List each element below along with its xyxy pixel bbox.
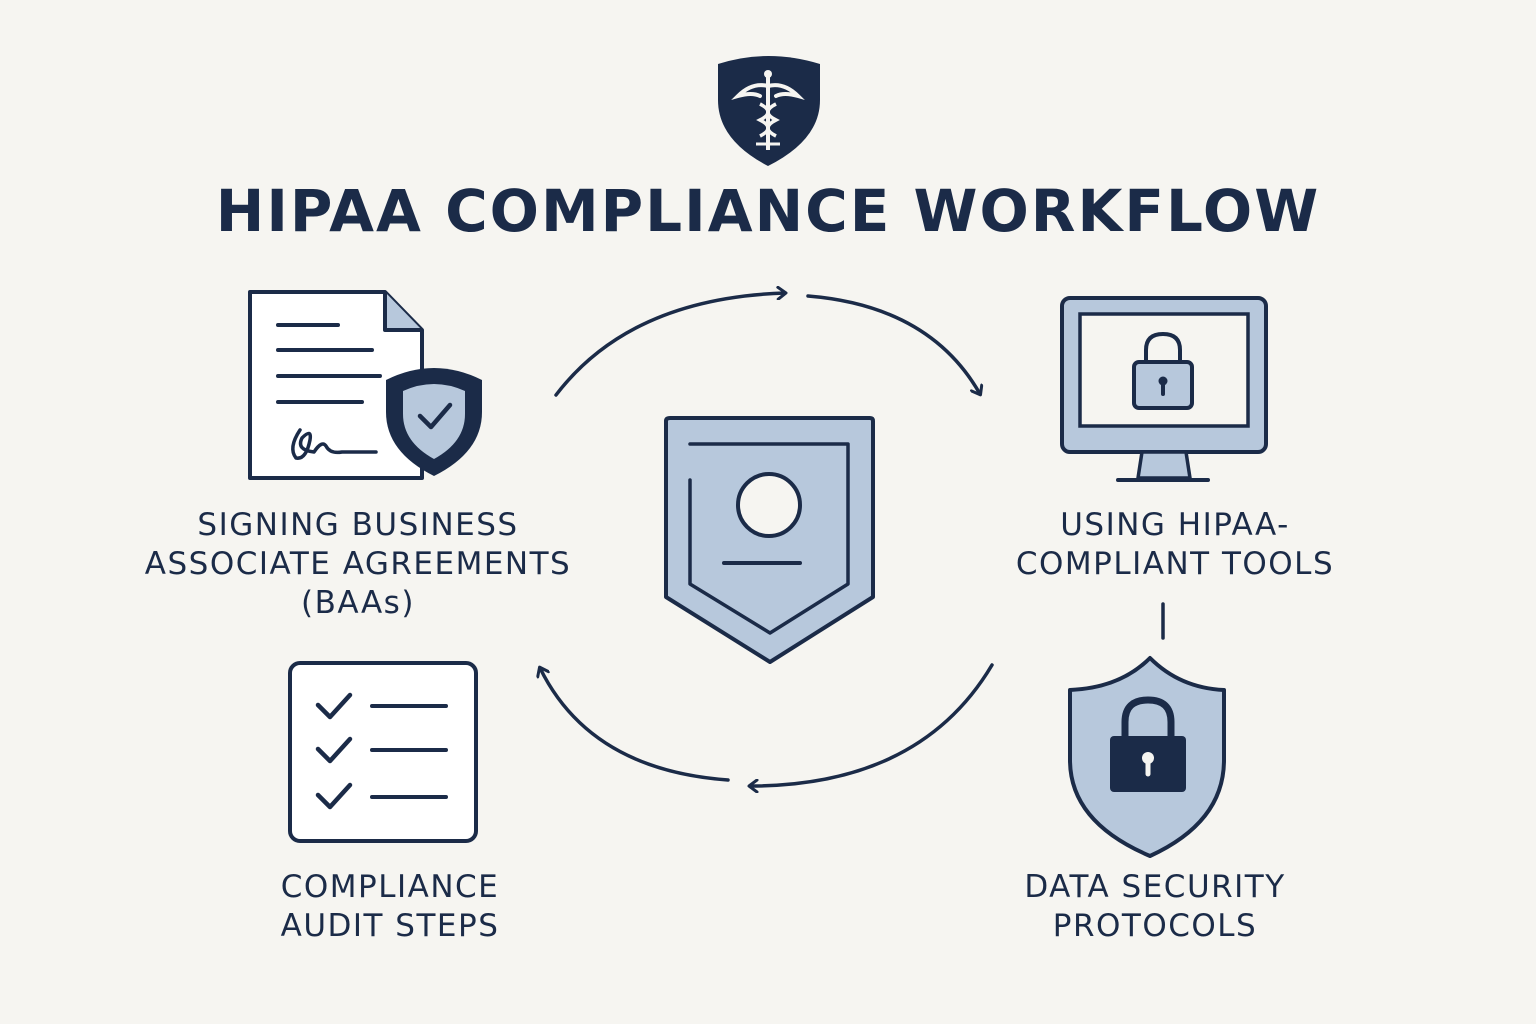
step-label-compliant-tools: USING HIPAA- COMPLIANT TOOLS	[1015, 507, 1335, 582]
diagram-title: HIPAA COMPLIANCE WORKFLOW	[215, 177, 1321, 245]
step-label-data-security: DATA SECURITY PROTOCOLS	[1024, 869, 1286, 944]
step-label-audit-steps: COMPLIANCE AUDIT STEPS	[280, 869, 500, 944]
caduceus-shield-logo	[718, 56, 820, 166]
step-label-baas: SIGNING BUSINESS ASSOCIATE AGREEMENTS (B…	[144, 507, 572, 621]
shield-badge-icon	[664, 416, 875, 664]
arrow-bottom-right	[750, 663, 994, 786]
shield-lock-icon	[1068, 656, 1226, 858]
checklist-icon	[288, 661, 478, 843]
arrow-top-left	[554, 293, 785, 397]
cycle-arrows	[540, 293, 994, 786]
arrow-bottom-left	[540, 668, 730, 782]
signed-document-shield-icon	[248, 290, 482, 480]
monitor-lock-icon	[1060, 296, 1268, 482]
arrow-top-right	[806, 294, 980, 394]
